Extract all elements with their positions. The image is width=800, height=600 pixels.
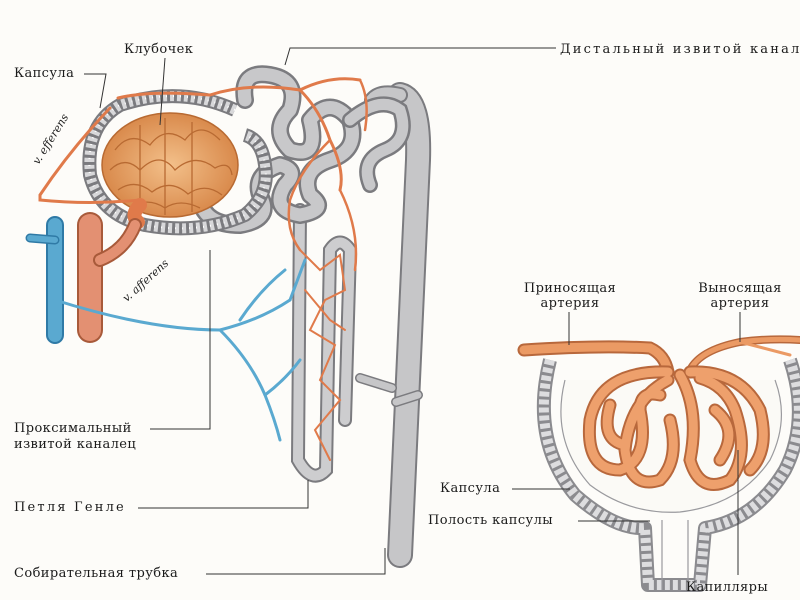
leader-lines <box>84 47 556 575</box>
leader-lines-right <box>512 312 741 575</box>
label-afferent-artery-line2: артерия <box>540 296 600 311</box>
label-capsule-cavity: Полость капсулы <box>428 513 554 528</box>
loop-of-henle <box>290 203 358 483</box>
label-capsule-left: Капсула <box>14 66 75 81</box>
label-glomerulus: Клубочек <box>124 42 194 57</box>
label-efferent-artery-line2: артерия <box>710 296 770 311</box>
label-proximal-line2: извитой каналец <box>14 437 137 452</box>
label-capsule-right: Капсула <box>440 481 501 496</box>
glomerular-capillaries <box>582 365 770 491</box>
label-afferent-artery-line1: Приносящая <box>523 281 617 296</box>
renal-corpuscle-detail <box>517 335 800 592</box>
nephron <box>25 65 432 568</box>
label-capillaries: Капилляры <box>686 580 769 595</box>
label-efferent-artery-line1: Выносящая <box>698 281 782 296</box>
label-collecting-duct: Собирательная трубка <box>14 566 179 581</box>
label-henle-loop: Петля Генле <box>14 500 126 515</box>
label-proximal-line1: Проксимальный <box>14 421 132 436</box>
glomerulus <box>101 112 239 218</box>
label-distal-tubule: Дистальный извитой канал <box>560 42 800 57</box>
renal-artery <box>77 212 142 343</box>
renal-vein <box>25 216 307 442</box>
